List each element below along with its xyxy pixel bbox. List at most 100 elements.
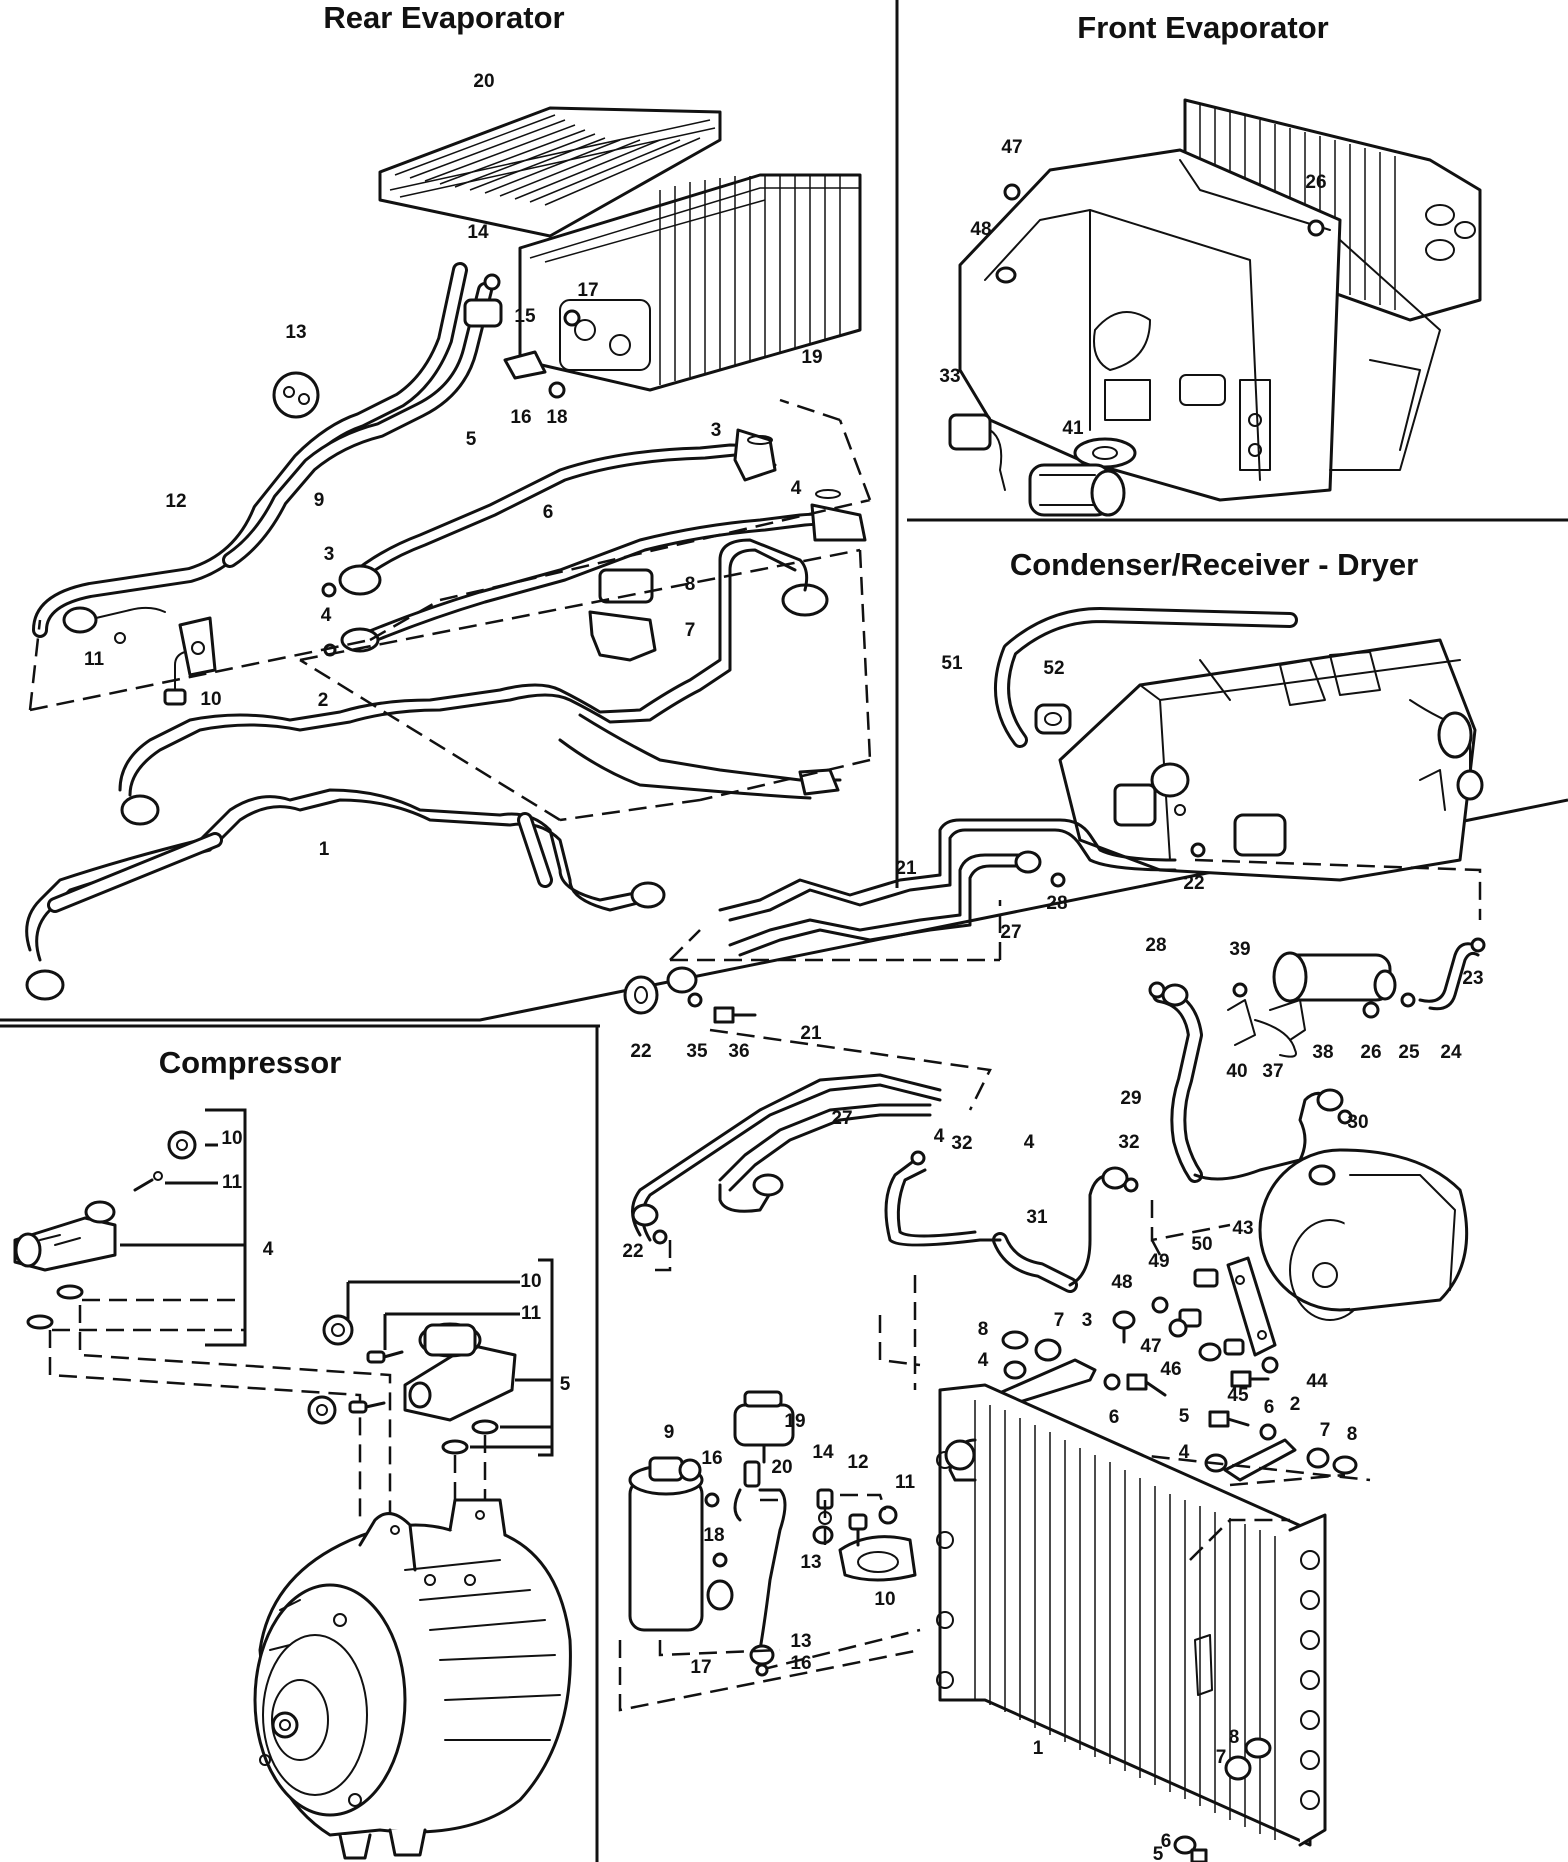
condenser-dashed-guides-compressor (1150, 1200, 1231, 1256)
rear-oring-3a (321, 582, 337, 598)
condenser-nut-8c (1244, 1737, 1272, 1759)
callout-cond-4d: 4 (1179, 1442, 1190, 1463)
callout-cond-49: 49 (1148, 1251, 1169, 1272)
callout-front-33: 33 (939, 366, 960, 387)
front-clip-47 (1003, 183, 1021, 201)
callout-comp-11a: 11 (222, 1172, 243, 1193)
callout-cond-20: 20 (771, 1457, 792, 1478)
compressor-bracket-5-brace (470, 1258, 554, 1457)
callout-cond-8a: 8 (978, 1319, 989, 1340)
front-evaporator-housing (958, 148, 1441, 502)
condenser-fitting-35b (666, 966, 698, 994)
condenser-callouts: 51 52 22 28 21 27 28 39 23 22 35 36 21 4… (622, 653, 1483, 1862)
condenser-line-fitting-28 (1014, 850, 1042, 874)
callout-front-47: 47 (1001, 137, 1022, 158)
condenser-bracket-40 (1227, 999, 1256, 1046)
condenser-oring-23 (1470, 937, 1486, 953)
rear-suction-hose-12 (32, 262, 468, 638)
condenser-nut-46 (1198, 1342, 1222, 1362)
callout-rear-13: 13 (285, 322, 306, 343)
front-expansion-valve (1028, 463, 1126, 517)
callout-cond-29: 29 (1120, 1088, 1141, 1109)
compressor-drawing (13, 1108, 572, 1860)
callout-cond-38: 38 (1312, 1042, 1333, 1063)
condenser-receiver-drier-9 (628, 1456, 704, 1632)
rear-bracket-10 (163, 616, 217, 706)
callout-cond-2: 2 (1290, 1394, 1301, 1415)
callout-cond-40: 40 (1226, 1061, 1247, 1082)
callout-rear-3: 3 (711, 420, 722, 441)
callout-rear-14: 14 (467, 222, 489, 243)
condenser-dashed-guides-clamp (823, 1493, 887, 1550)
rear-line-2-end-nut (120, 794, 160, 826)
callout-rear-20: 20 (473, 71, 494, 92)
callout-cond-22: 22 (1183, 873, 1204, 894)
callout-cond-36: 36 (728, 1041, 749, 1062)
rear-fitting-15 (463, 298, 503, 328)
condenser-nut-4a (1003, 1360, 1027, 1380)
callout-cond-30: 30 (1347, 1112, 1368, 1133)
rear-line-1-end-nut (25, 969, 65, 1001)
compressor-manifold-5 (403, 1322, 517, 1422)
condenser-dashed-guides-core (618, 1275, 1290, 1712)
callout-cond-1: 1 (1033, 1738, 1044, 1759)
front-switch-33 (948, 413, 1006, 491)
condenser-nut-13 (812, 1525, 834, 1545)
callout-cond-50: 50 (1191, 1234, 1212, 1255)
condenser-line-21-upper (718, 818, 1177, 912)
condenser-oring-25 (1400, 992, 1416, 1008)
compressor-manifold-4 (13, 1200, 117, 1272)
callout-cond-27: 27 (1000, 922, 1021, 943)
callout-rear-10: 10 (200, 689, 221, 710)
callout-front-26: 26 (1305, 172, 1326, 193)
callout-cond-46: 46 (1160, 1359, 1181, 1380)
condenser-bolt-12 (848, 1513, 868, 1547)
condenser-washer-6c (1173, 1835, 1197, 1855)
callout-cond-37: 37 (1262, 1061, 1283, 1082)
compressor-oring-upper-b (26, 1314, 54, 1330)
condenser-line-31-nut (1101, 1166, 1129, 1190)
callout-cond-11: 11 (895, 1472, 916, 1493)
callout-cond-6a: 6 (1109, 1407, 1120, 1428)
front-gasket-41 (1073, 437, 1137, 469)
callout-cond-44: 44 (1306, 1371, 1328, 1392)
compressor-bracket-4-brace (120, 1108, 247, 1347)
callout-cond-43: 43 (1232, 1218, 1253, 1239)
callout-cond-52: 52 (1043, 658, 1064, 679)
condenser-bolt-45 (1230, 1370, 1270, 1388)
callout-comp-11b: 11 (521, 1303, 542, 1324)
callout-cond-21: 21 (895, 858, 917, 879)
condenser-oring-22 (1190, 842, 1206, 858)
callout-rear-4b: 4 (321, 605, 332, 626)
compressor-oring-upper-a (56, 1284, 84, 1300)
callout-cond-24: 24 (1440, 1042, 1462, 1063)
callout-cond-45: 45 (1227, 1385, 1249, 1406)
callout-cond-18: 18 (703, 1525, 724, 1546)
condenser-evaporator-fittings (1113, 762, 1287, 857)
condenser-nut-8a (1001, 1330, 1029, 1350)
rear-evaporator-callouts: 20 14 17 15 13 19 16 18 3 5 4 12 9 6 3 8… (84, 71, 823, 860)
callout-cond-3: 3 (1082, 1310, 1093, 1331)
condenser-oring-32b (1123, 1177, 1139, 1193)
callout-cond-5c: 5 (1153, 1844, 1164, 1862)
compressor-valve-core-11c (348, 1400, 386, 1414)
condenser-fitting-13b (749, 1644, 775, 1666)
callout-cond-16: 16 (701, 1448, 722, 1469)
callout-front-41: 41 (1062, 418, 1084, 439)
rear-dashed-guides (28, 398, 872, 822)
rear-fitting-14 (483, 273, 501, 291)
condenser-oring-35 (687, 992, 703, 1008)
callout-rear-17: 17 (577, 280, 598, 301)
callout-cond-7b: 7 (1320, 1420, 1331, 1441)
condenser-bushing-7b (1306, 1447, 1330, 1469)
callout-rear-9: 9 (314, 490, 325, 511)
callout-rear-2: 2 (318, 690, 329, 711)
callout-cond-22b: 22 (630, 1041, 651, 1062)
condenser-panel-evaporator-box (1058, 638, 1484, 882)
callout-comp-5: 5 (560, 1374, 571, 1395)
condenser-bracket-2 (1223, 1438, 1297, 1482)
callout-cond-21b: 21 (800, 1023, 822, 1044)
rear-oring-4b (815, 489, 841, 499)
